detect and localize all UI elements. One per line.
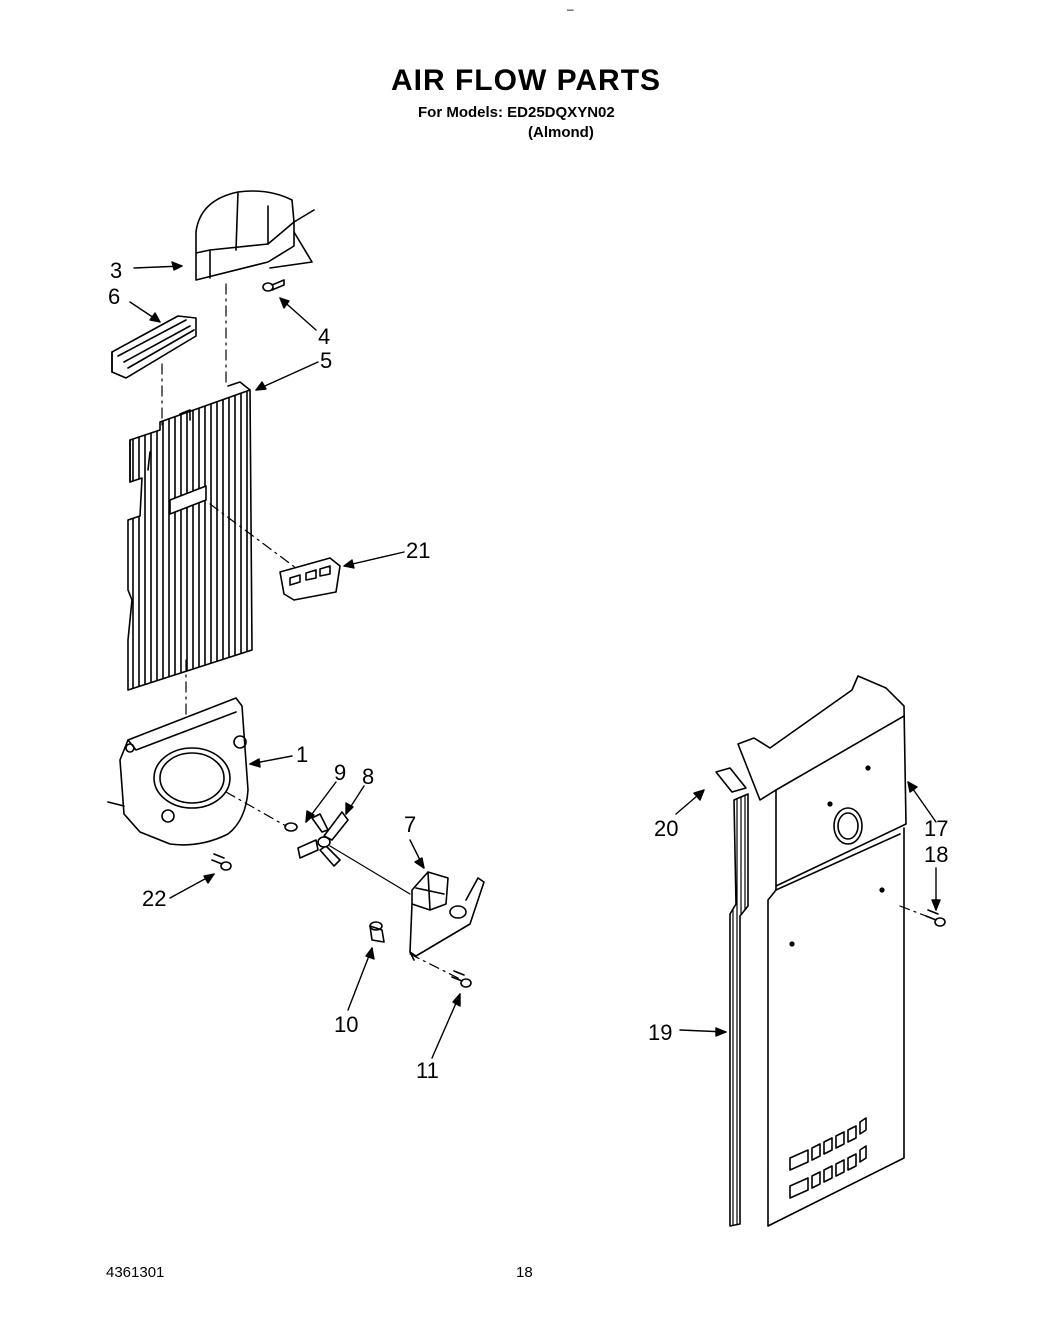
callout-17: 17 xyxy=(924,816,949,841)
rear-cover-panel-part-17 xyxy=(737,675,907,1227)
screw-part-4 xyxy=(262,279,285,292)
models-line: For Models: ED25DQXYN02 xyxy=(418,104,615,121)
leader-arrows xyxy=(129,261,941,1059)
shaft-line xyxy=(329,845,411,895)
grommet-part-10 xyxy=(369,921,385,943)
callout-11: 11 xyxy=(416,1058,439,1083)
callout-19: 19 xyxy=(648,1020,673,1045)
fan-shroud-part-1 xyxy=(107,697,249,846)
upper-duct-housing xyxy=(195,190,315,281)
callout-21: 21 xyxy=(406,538,431,563)
callout-18: 18 xyxy=(924,842,949,867)
callout-8: 8 xyxy=(362,764,375,789)
callout-20: 20 xyxy=(654,816,679,841)
color-line: (Almond) xyxy=(528,124,594,141)
callout-6: 6 xyxy=(108,284,121,309)
callout-22: 22 xyxy=(142,886,167,911)
callout-10: 10 xyxy=(334,1012,359,1037)
callout-4: 4 xyxy=(318,324,331,349)
screw-part-11 xyxy=(451,970,472,988)
doc-number: 4361301 xyxy=(106,1264,165,1281)
top-mark: – xyxy=(567,2,574,16)
callout-5: 5 xyxy=(320,348,333,373)
nut-part-9 xyxy=(284,822,298,832)
assembly-lines xyxy=(161,283,927,981)
fan-blade-part-8 xyxy=(297,811,349,867)
callout-3: 3 xyxy=(110,258,123,283)
page-number: 18 xyxy=(516,1264,533,1281)
channel-part-19 xyxy=(729,793,749,1227)
grille-part-6 xyxy=(111,315,197,379)
strip-part-20 xyxy=(715,767,747,793)
page-title: AIR FLOW PARTS xyxy=(390,64,662,97)
callout-7: 7 xyxy=(404,812,417,837)
callout-9: 9 xyxy=(334,760,347,785)
fan-motor-part-7 xyxy=(409,871,485,961)
screw-part-22 xyxy=(211,853,232,871)
callout-1: 1 xyxy=(296,742,309,767)
evaporator-cover-panel xyxy=(127,381,253,691)
screw-part-18 xyxy=(925,909,946,927)
clip-part-21 xyxy=(279,557,341,601)
